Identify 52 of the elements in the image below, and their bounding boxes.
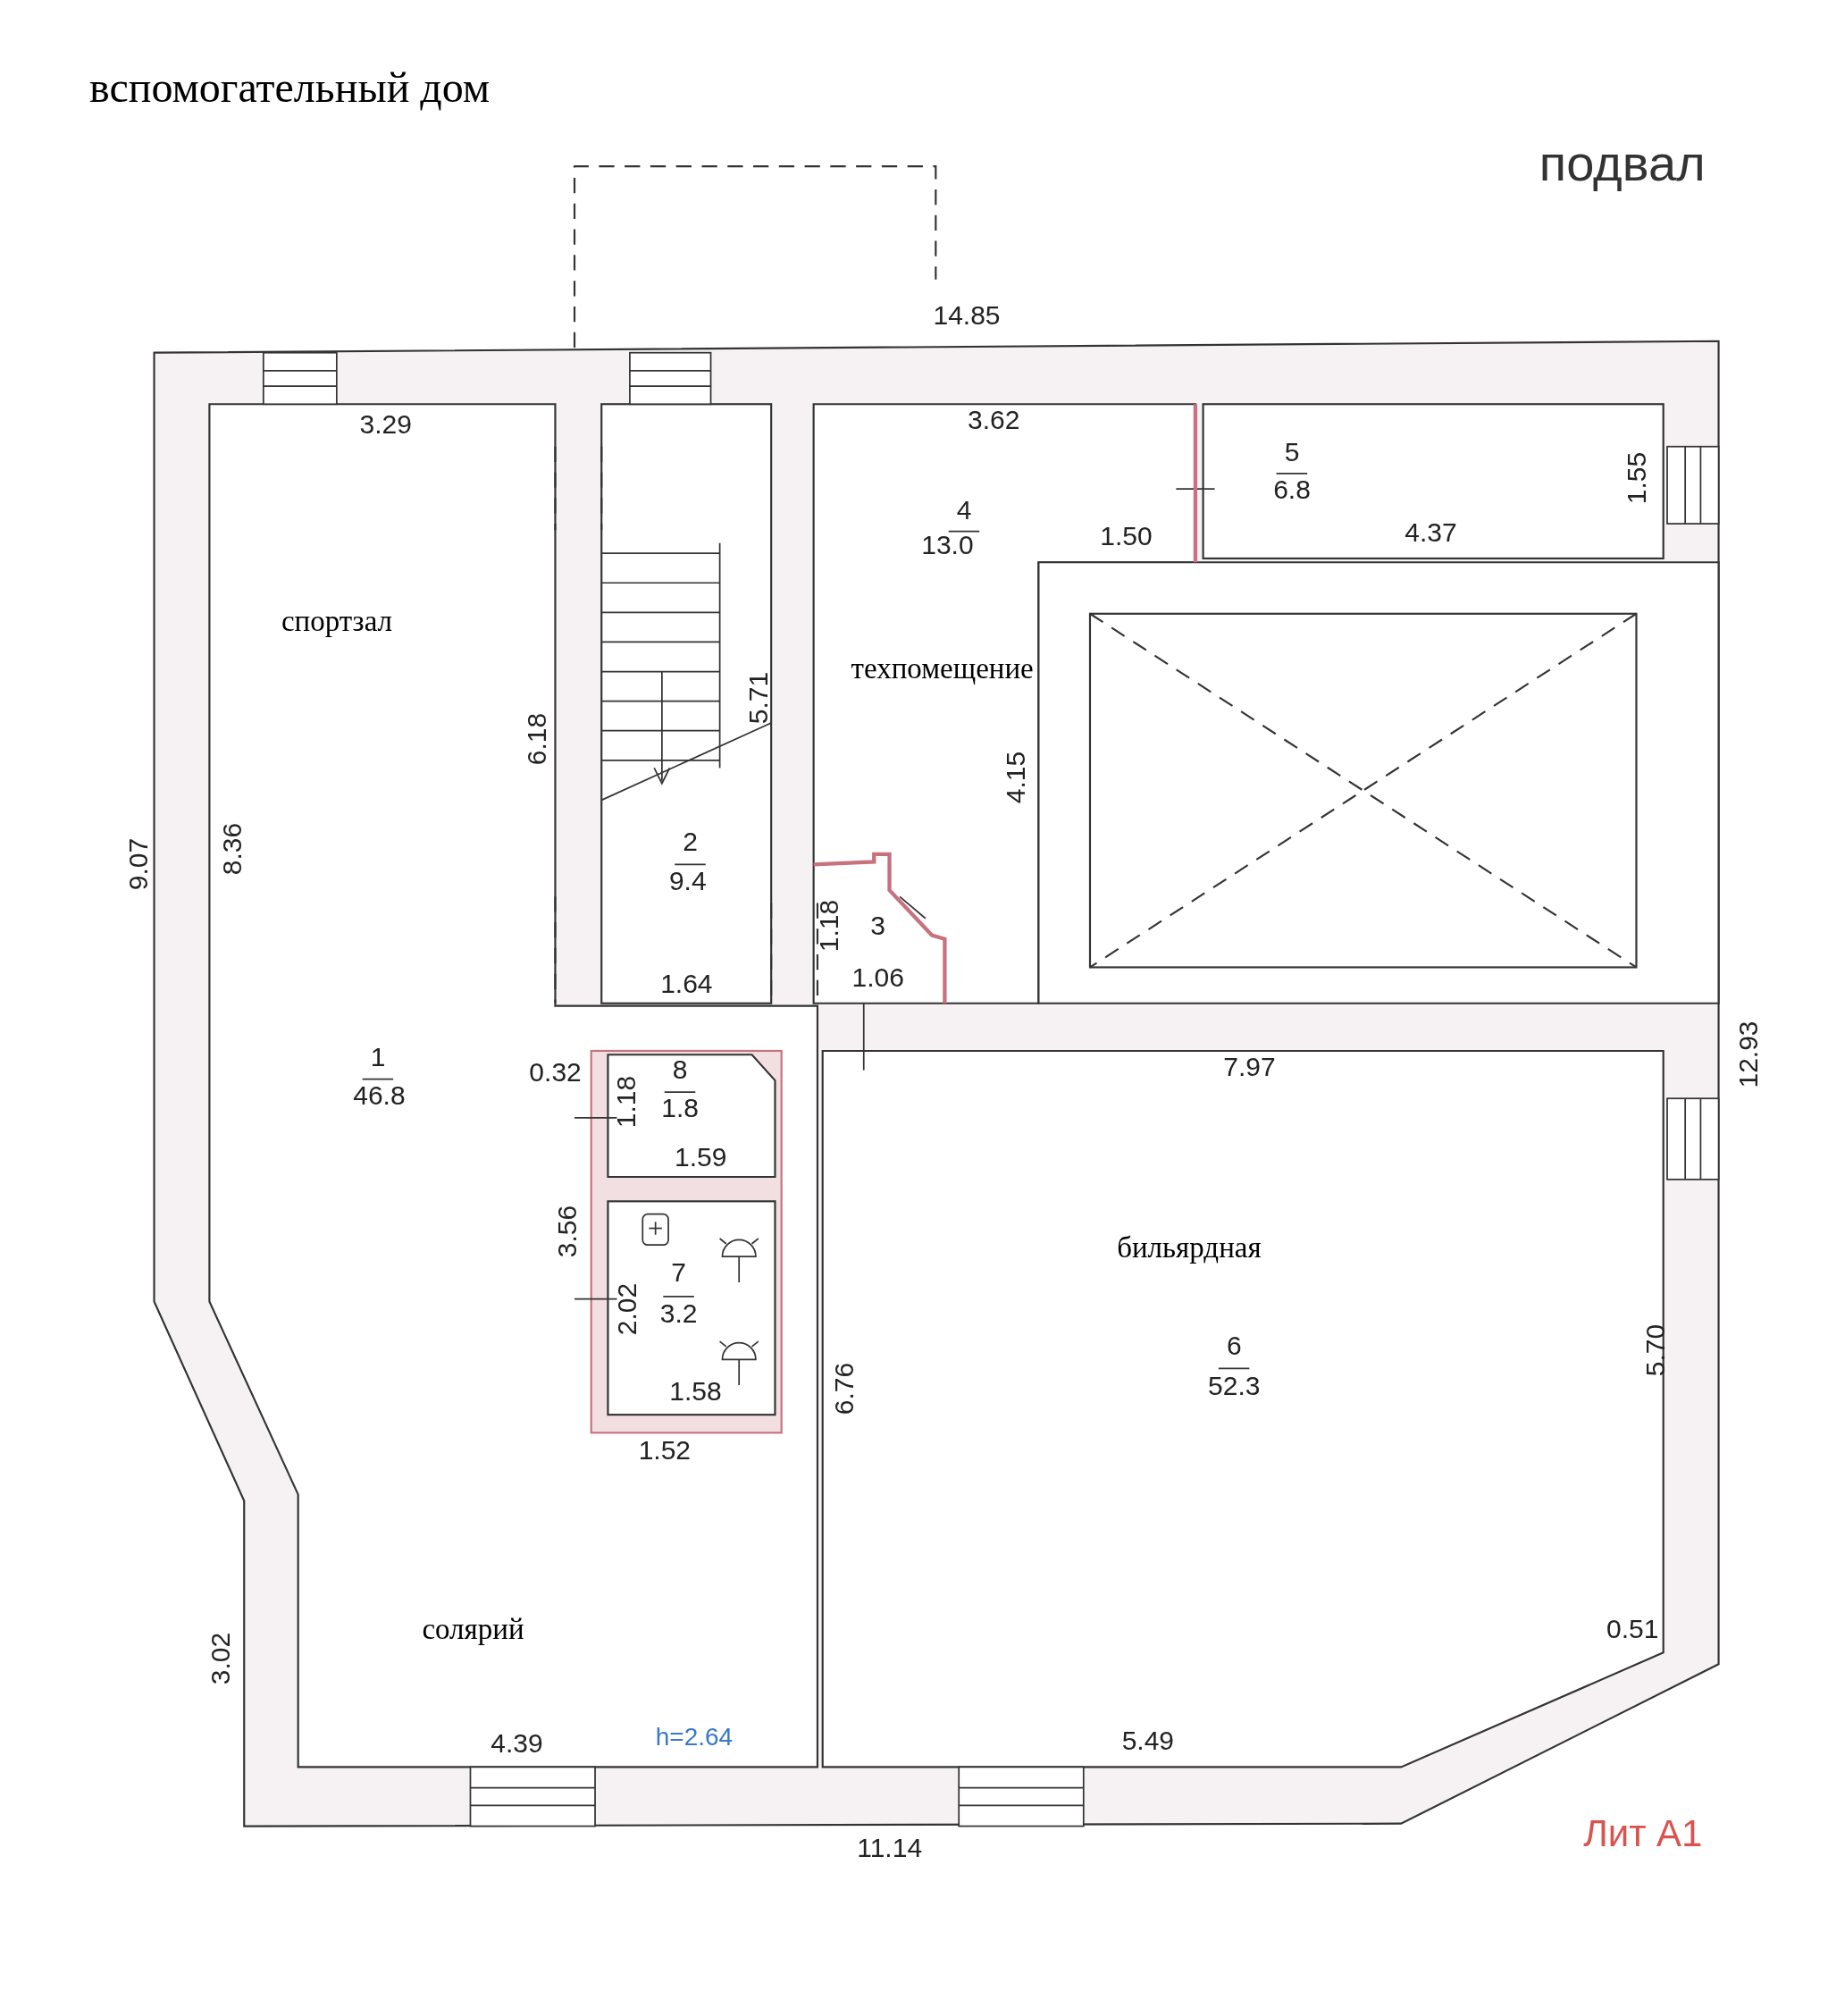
room-label: 5 <box>1284 439 1300 466</box>
room-name: спортзал <box>281 606 393 636</box>
room-label: 46.8 <box>353 1081 406 1109</box>
dimension-label: 1.52 <box>638 1437 692 1464</box>
room-label: 6 <box>1226 1332 1242 1360</box>
dimension-label: 1.06 <box>851 963 904 991</box>
sheet-label: Лит А1 <box>1583 1814 1703 1852</box>
dimension-label: 6.76 <box>831 1362 859 1415</box>
room-name: техпомещение <box>851 653 1034 684</box>
dimension-label: 5.70 <box>1642 1323 1670 1376</box>
dimension-label: 11.14 <box>857 1834 923 1861</box>
room-label: 1.8 <box>661 1095 699 1122</box>
dimension-label: 8.36 <box>219 822 247 875</box>
dimension-label: 14.85 <box>933 301 1001 329</box>
dimension-label: 4.37 <box>1405 518 1457 546</box>
dimension-label: 3.56 <box>553 1205 581 1258</box>
dimension-label: 7.97 <box>1223 1054 1276 1081</box>
room-label: 13.0 <box>921 532 974 559</box>
title: вспомогательный дом <box>89 63 491 113</box>
dimension-label: 1.50 <box>1100 523 1153 550</box>
dimension-label: 1.18 <box>816 899 843 953</box>
dimension-label: 1.58 <box>669 1377 722 1405</box>
dimension-label: 5.71 <box>744 672 772 725</box>
dimension-label: 1.55 <box>1623 452 1650 505</box>
dimension-label: 0.51 <box>1606 1615 1659 1642</box>
dimension-label: 5.49 <box>1121 1727 1175 1755</box>
room-label: 6.8 <box>1273 476 1311 504</box>
room-label: 3 <box>870 911 886 939</box>
dimension-label: 3.62 <box>968 407 1020 434</box>
room-name: солярий <box>422 1614 524 1644</box>
dimension-label: 9.07 <box>125 837 153 891</box>
dimension-label: 2.02 <box>614 1282 641 1335</box>
dimension-label: 1.64 <box>660 970 713 997</box>
room-name: бильярдная <box>1117 1232 1262 1263</box>
room-label: 7 <box>671 1259 687 1287</box>
room-label: 3.2 <box>659 1300 698 1328</box>
dimension-label: 12.93 <box>1734 1021 1762 1088</box>
dimension-label: 3.29 <box>359 410 412 438</box>
room-label: 2 <box>683 828 698 856</box>
dimension-label: 6.18 <box>524 713 551 766</box>
height-label: h=2.64 <box>655 1724 734 1750</box>
dimension-label: 1.59 <box>674 1143 727 1171</box>
room-label: 1 <box>370 1043 386 1071</box>
room-label: 9.4 <box>668 867 707 895</box>
room-label: 4 <box>956 497 972 525</box>
dimension-label: 0.32 <box>529 1058 582 1086</box>
dimension-label: 4.15 <box>1002 752 1029 804</box>
dimension-label: 1.18 <box>612 1075 640 1129</box>
dimension-label: 3.02 <box>207 1632 235 1685</box>
room-label: 8 <box>672 1056 688 1084</box>
room-label: 52.3 <box>1208 1373 1261 1400</box>
dimension-label: 4.39 <box>491 1730 543 1758</box>
